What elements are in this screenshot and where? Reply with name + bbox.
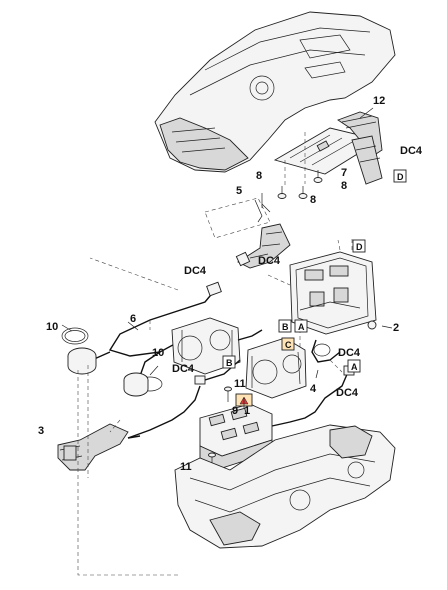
cable-harness-3 [57, 385, 201, 471]
screw-11-upper [224, 386, 232, 402]
callout-11-lower: 11 [180, 461, 192, 473]
callout-a-upper: A [298, 322, 305, 332]
sensor-10-right [123, 372, 149, 397]
top-cover [154, 11, 396, 173]
callout-12: 12 [373, 95, 385, 107]
callout-d-mid: D [356, 242, 363, 252]
box-a-lower [347, 359, 361, 373]
cable-c [311, 339, 341, 363]
box-c [281, 337, 295, 351]
callout-dc4-c: DC4 [338, 347, 361, 359]
callout-1: 1 [244, 405, 250, 417]
box-a-upper [294, 319, 308, 333]
callout-10-right: 10 [152, 347, 164, 359]
callout-2: 2 [393, 322, 399, 334]
callout-a-lower: A [351, 362, 358, 372]
callout-b-lower: B [226, 358, 233, 368]
box-b-lower [222, 355, 236, 369]
bottom-chassis [174, 424, 396, 549]
callout-9: 9 [232, 405, 238, 417]
callout-6: 6 [130, 313, 136, 325]
screw-8-middle [298, 186, 308, 199]
box-b-upper [278, 319, 292, 333]
box-d-top [393, 169, 407, 183]
sensor-10-left [67, 347, 97, 375]
screw-8-left [277, 186, 287, 199]
callout-dc4-b: DC4 [172, 363, 195, 375]
upper-circuit-board [273, 111, 383, 185]
controller-housing-2 [289, 251, 377, 335]
callout-b-upper: B [282, 322, 289, 332]
callout-3: 3 [38, 425, 44, 437]
callout-11-upper: 11 [234, 378, 246, 390]
callout-c: C [285, 340, 292, 350]
screw-8-right [313, 170, 323, 183]
callout-dc4-a: DC4 [336, 387, 359, 399]
callout-8-left: 8 [256, 170, 262, 182]
callout-4: 4 [310, 383, 317, 395]
callout-8-right: 8 [341, 180, 347, 192]
callout-dc4-top: DC4 [400, 145, 423, 157]
callout-10-left: 10 [46, 321, 58, 333]
ribbon-cable-5 [204, 197, 291, 269]
box-d-mid [352, 239, 366, 253]
motor-assembly-c [245, 337, 307, 399]
callout-8-middle: 8 [310, 194, 316, 206]
callout-dc4-mid: DC4 [258, 255, 281, 267]
ring-10-left [61, 327, 89, 345]
callout-7: 7 [341, 167, 347, 179]
callout-d-top: D [397, 172, 404, 182]
lower-controller-1 [199, 403, 273, 469]
callout-dc4-left: DC4 [184, 265, 207, 277]
callout-5: 5 [236, 185, 242, 197]
